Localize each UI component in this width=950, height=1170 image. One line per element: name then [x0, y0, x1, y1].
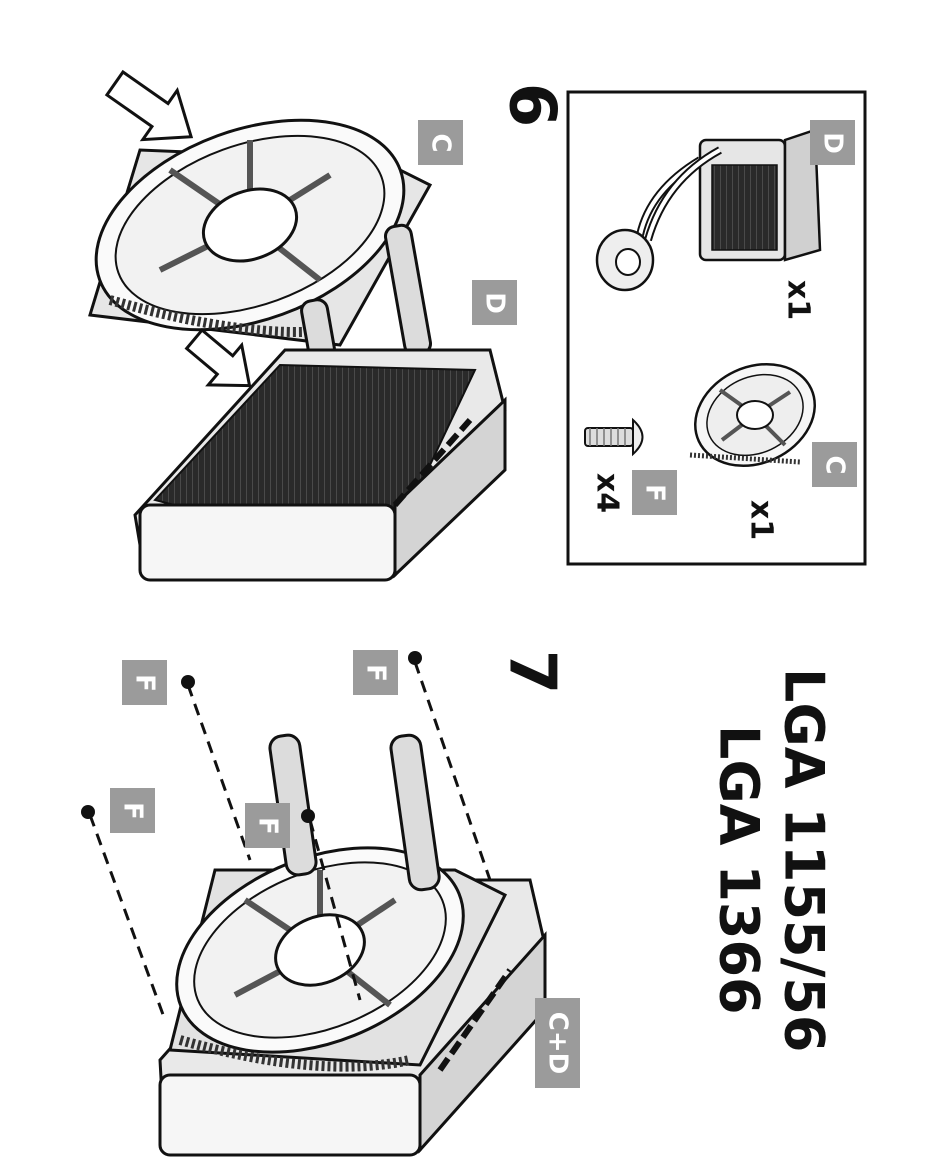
svg-text:D: D	[818, 132, 848, 154]
label-d-badge: D	[472, 280, 517, 325]
label-f-badge: F	[122, 660, 167, 705]
label-cd-badge: C+D	[535, 998, 580, 1088]
step-7-number: 7	[494, 650, 568, 695]
parts-box: D x1 C x1 F x4	[568, 92, 865, 564]
screw-icon	[408, 651, 422, 665]
svg-text:F: F	[640, 484, 670, 502]
label-c-badge: C	[418, 120, 463, 165]
socket-line-2: LGA 1366	[707, 725, 770, 1015]
part-f-qty: x4	[590, 473, 625, 513]
svg-text:C: C	[426, 133, 456, 152]
part-c-qty: x1	[744, 500, 779, 540]
radiator-d	[135, 350, 505, 580]
svg-text:F: F	[130, 674, 160, 692]
step-7-illustration	[81, 651, 545, 1155]
svg-text:F: F	[253, 817, 283, 835]
part-f-label-badge: F	[632, 470, 677, 515]
screw-icon	[181, 675, 195, 689]
svg-text:F: F	[118, 802, 148, 820]
svg-text:C+D: C+D	[543, 1012, 573, 1074]
part-d-label-badge: D	[810, 120, 855, 165]
socket-line-1: LGA 1155/56	[772, 668, 835, 1053]
fan-c	[67, 81, 433, 369]
label-f-badge: F	[353, 650, 398, 695]
step-6-number: 6	[494, 83, 568, 128]
svg-text:D: D	[480, 292, 510, 314]
screw-icon	[81, 805, 95, 819]
label-f-badge: F	[245, 803, 290, 848]
svg-text:F: F	[361, 664, 391, 682]
part-d-qty: x1	[781, 280, 816, 320]
part-c-label-badge: C	[812, 442, 857, 487]
label-f-badge: F	[110, 788, 155, 833]
svg-text:C: C	[820, 455, 850, 474]
screw-icon	[301, 809, 315, 823]
